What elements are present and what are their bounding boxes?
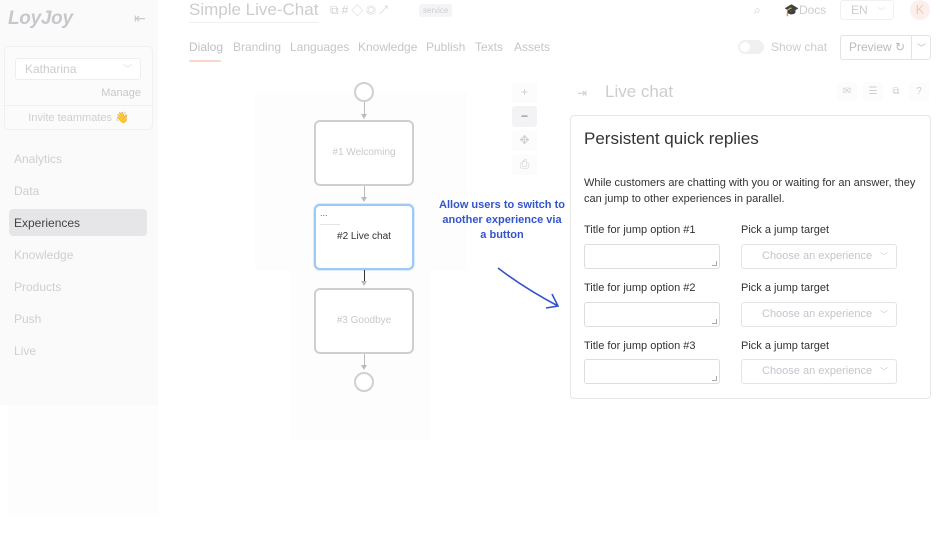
status-badge: service — [419, 4, 453, 17]
node-menu-icon[interactable]: ... — [320, 208, 328, 218]
jump-target-select-1[interactable]: Choose an experience ﹀ — [741, 244, 897, 269]
avatar[interactable]: K — [910, 0, 930, 20]
chevron-down-icon: ﹀ — [877, 7, 886, 16]
preview-button[interactable] — [840, 35, 931, 60]
arrow-down-icon — [361, 365, 367, 370]
flow-node-live-chat[interactable]: ... #2 Live chat — [314, 204, 414, 270]
select-placeholder: Choose an experience — [762, 308, 873, 320]
collapse-panel-icon[interactable]: ⇥ — [577, 86, 588, 100]
tab-texts[interactable]: Texts — [475, 40, 504, 54]
zoom-in-button[interactable]: + — [512, 82, 537, 103]
jump-target-label-3: Pick a jump target — [741, 340, 830, 352]
divider — [911, 36, 912, 59]
start-node — [354, 82, 374, 102]
title-underline — [189, 22, 319, 23]
connector — [364, 102, 365, 114]
node-label: #2 Live chat — [337, 231, 391, 242]
flow-node-welcoming[interactable]: #1 Welcoming — [314, 120, 414, 186]
divider — [4, 105, 153, 106]
user-select[interactable]: Katharina ﹀ — [15, 58, 141, 80]
arrow-down-icon — [361, 114, 367, 119]
panel-title: Live chat — [605, 82, 674, 101]
docs-link[interactable]: 🎓Docs — [784, 3, 826, 17]
manage-link[interactable]: Manage — [101, 87, 141, 99]
tab-knowledge[interactable]: Knowledge — [358, 40, 418, 54]
user-select-value: Katharina — [25, 62, 77, 76]
language-select[interactable]: EN ﹀ — [840, 0, 894, 20]
preview-label: Preview ↻ — [849, 40, 906, 54]
chevron-down-icon: ﹀ — [122, 64, 132, 74]
language-value: EN — [851, 3, 868, 17]
show-chat-label: Show chat — [771, 40, 828, 54]
sidebar-item-products[interactable]: Products — [14, 280, 62, 294]
jump-target-select-2[interactable]: Choose an experience ﹀ — [741, 302, 897, 327]
jump-title-input-1[interactable] — [584, 244, 720, 269]
tab-languages[interactable]: Languages — [290, 40, 350, 54]
sidebar-item-live[interactable]: Live — [14, 344, 37, 358]
print-button[interactable]: ⎙ — [512, 154, 537, 175]
mail-icon[interactable]: ✉ — [837, 82, 857, 102]
sidebar-item-experiences-label: Experiences — [14, 216, 81, 230]
connector — [364, 354, 365, 366]
chevron-down-icon: ﹀ — [880, 252, 888, 261]
tab-branding[interactable]: Branding — [233, 40, 282, 54]
jump-target-label-1: Pick a jump target — [741, 224, 830, 236]
collapse-sidebar-icon[interactable]: ⇤ — [134, 10, 146, 26]
jump-title-label-3: Title for jump option #3 — [584, 340, 696, 352]
tab-publish[interactable]: Publish — [426, 40, 466, 54]
tab-dialog[interactable]: Dialog — [189, 40, 224, 54]
flow-node-goodbye[interactable]: #3 Goodbye — [314, 288, 414, 354]
tab-assets[interactable]: Assets — [514, 40, 551, 54]
jump-title-input-2[interactable] — [584, 302, 720, 327]
active-tab-indicator — [189, 60, 221, 62]
jump-title-label-1: Title for jump option #1 — [584, 224, 696, 236]
chevron-down-icon: ﹀ — [880, 310, 888, 319]
annotation-text: Allow users to switch to another experie… — [439, 199, 565, 241]
settings-icon[interactable]: ◎ — [366, 3, 379, 17]
sidebar-shadow — [8, 405, 158, 515]
connector — [364, 186, 365, 198]
jump-target-label-2: Pick a jump target — [741, 282, 830, 294]
toggle-knob — [740, 42, 750, 52]
select-placeholder: Choose an experience — [762, 250, 873, 262]
card-title: Persistent quick replies — [584, 129, 759, 148]
annotation-arrow-icon — [497, 267, 560, 309]
hash-icon[interactable]: # — [341, 3, 352, 17]
jump-title-label-2: Title for jump option #2 — [584, 282, 696, 294]
help-icon[interactable]: ? — [909, 82, 929, 102]
sidebar-item-knowledge[interactable]: Knowledge — [14, 248, 74, 262]
select-placeholder: Choose an experience — [762, 365, 873, 377]
checklist-icon[interactable]: ☰ — [863, 82, 883, 102]
search-icon[interactable]: ⌕ — [754, 3, 761, 17]
connector — [364, 270, 365, 282]
arrow-down-icon — [361, 197, 367, 202]
jump-target-select-3[interactable]: Choose an experience ﹀ — [741, 359, 897, 384]
sidebar-item-experiences[interactable] — [9, 209, 147, 236]
jump-title-input-3[interactable] — [584, 359, 720, 384]
chevron-down-icon: ﹀ — [880, 367, 888, 376]
copy-icon[interactable]: ⧉ — [892, 86, 900, 97]
trend-icon[interactable]: ↗ — [378, 3, 392, 17]
invite-teammates-button[interactable]: Invite teammates 👋 — [28, 112, 129, 124]
tag-icon[interactable]: ◇ — [351, 3, 367, 17]
docs-label: Docs — [798, 3, 827, 17]
preview-dropdown-chevron-icon[interactable]: ﹀ — [917, 43, 927, 53]
title-actions: ⧉#◇◎↗ — [330, 3, 391, 18]
graduation-cap-icon: 🎓 — [784, 3, 799, 17]
zoom-out-button[interactable]: − — [512, 106, 537, 127]
page-title[interactable]: Simple Live-Chat — [189, 0, 319, 19]
arrow-down-icon — [361, 281, 367, 286]
card-description: While customers are chatting with you or… — [584, 177, 916, 205]
logo: LoyJoy — [8, 8, 73, 29]
fit-view-button[interactable]: ✥ — [512, 130, 537, 151]
node-menu-underline — [320, 224, 340, 225]
copy-icon[interactable]: ⧉ — [330, 3, 342, 17]
sidebar-item-push[interactable]: Push — [14, 312, 42, 326]
sidebar-item-data[interactable]: Data — [14, 184, 40, 198]
end-node — [354, 372, 374, 392]
sidebar-item-analytics[interactable]: Analytics — [14, 152, 63, 166]
